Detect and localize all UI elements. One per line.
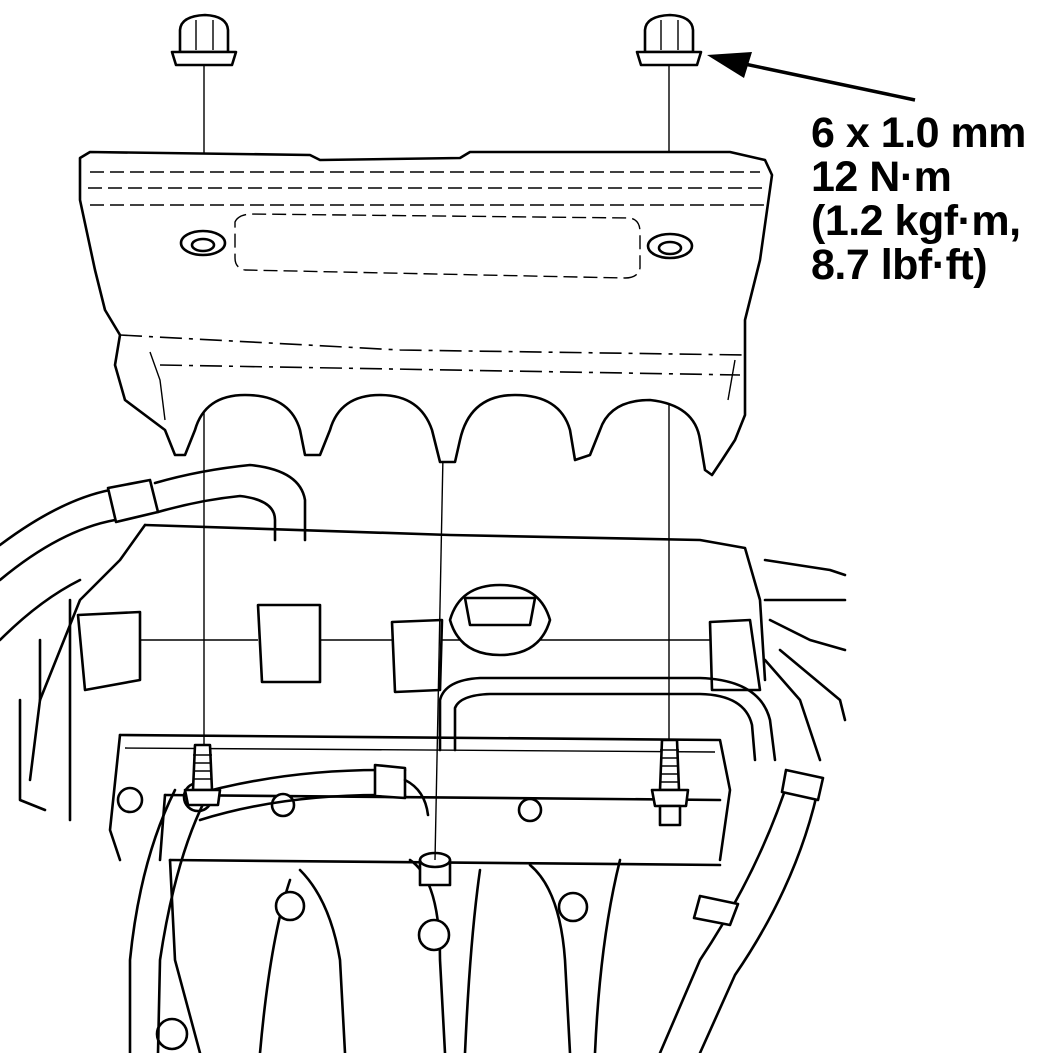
torque-lbfft-text: 8.7 lbf·ft) [811, 241, 988, 289]
torque-nm-text: 12 N·m [811, 153, 952, 201]
engine-assembly [0, 463, 847, 1053]
torque-spec-callout: 6 x 1.0 mm 12 N·m (1.2 kgf·m, 8.7 lbf·ft… [811, 111, 1041, 287]
stud-bolt-icon [650, 738, 690, 827]
arrow-icon [707, 52, 916, 102]
flange-nut-icon [635, 13, 703, 67]
flange-nut-icon [170, 13, 238, 67]
stud-bolt-icon [183, 743, 222, 807]
engine-cover [78, 150, 774, 477]
torque-kgfm-text: (1.2 kgf·m, [811, 197, 1021, 245]
thread-size-text: 6 x 1.0 mm [811, 109, 1026, 157]
